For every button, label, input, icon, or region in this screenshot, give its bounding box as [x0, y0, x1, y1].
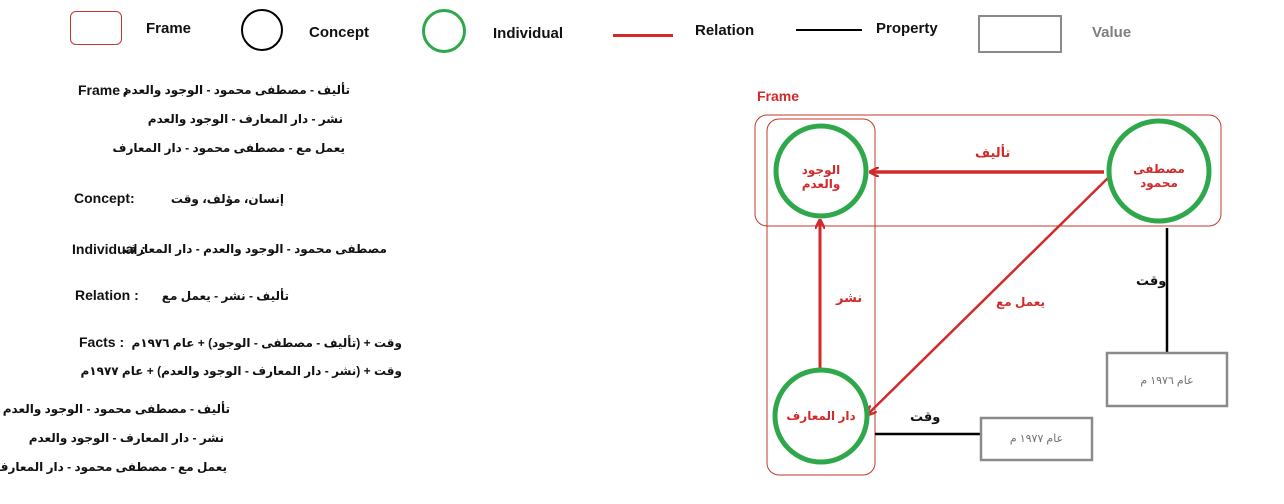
legend: Frame Concept Individual Relation Proper…: [0, 0, 1284, 60]
legend-value-label: Value: [1092, 24, 1132, 41]
relation-label-taalif: تأليف: [975, 145, 1011, 160]
legend-concept-swatch: [241, 9, 283, 51]
frame-line-1: تأليف - مصطفى محمود - الوجود والعدم: [122, 83, 350, 97]
text-panel: Frame : تأليف - مصطفى محمود - الوجود وال…: [0, 60, 620, 504]
facts-triple-2: نشر - دار المعارف - الوجود والعدم: [28, 431, 224, 445]
value-label-1977: عام ١٩٧٧ م: [1009, 433, 1064, 445]
legend-frame-swatch: [70, 11, 122, 45]
legend-individual-label: Individual: [493, 25, 564, 42]
relation-edge-yamal-maa: [868, 173, 1113, 414]
facts-triple-3: يعمل مع - مصطفى محمود - دار المعارف: [0, 460, 227, 474]
value-label-1976: عام ١٩٧٦ م: [1140, 375, 1194, 387]
node-dar: [772, 367, 870, 465]
individual-line: مصطفى محمود - الوجود والعدم - دار المعار…: [123, 242, 387, 256]
value-box-1976: [1105, 351, 1229, 408]
relation-label-yamal-maa: يعمل مع: [996, 295, 1045, 309]
facts-line-2: وقت + (نشر - دار المعارف - الوجود والعدم…: [80, 364, 403, 378]
node-mustafa: [1106, 118, 1212, 224]
concept-line: إنسان، مؤلف، وقت: [170, 192, 284, 206]
legend-individual-swatch: [422, 9, 466, 53]
property-label-waqt-1: وقت: [1136, 273, 1167, 288]
legend-frame-label: Frame: [146, 20, 192, 37]
legend-relation-swatch: [613, 34, 673, 37]
facts-heading: Facts :: [79, 334, 125, 350]
value-box-1977: [979, 416, 1094, 462]
frame-vertical: [766, 118, 876, 476]
facts-line-1: وقت + (تأليف - مصطفى - الوجود) + عام ١٩٧…: [131, 336, 402, 350]
legend-property-label: Property: [876, 20, 938, 37]
relation-heading: Relation :: [75, 287, 139, 303]
relation-label-nashr: نشر: [836, 290, 863, 305]
node-label-dar: دار المعارف: [786, 409, 856, 423]
individual-heading: Individual :: [72, 241, 146, 257]
concept-heading: Concept:: [74, 190, 135, 206]
frame-line-2: نشر - دار المعارف - الوجود والعدم: [147, 112, 343, 126]
legend-concept-label: Concept: [309, 24, 369, 41]
node-wujud: [773, 123, 869, 219]
frame-heading: Frame :: [78, 82, 129, 98]
diagram-frame-title: Frame: [757, 88, 800, 104]
property-label-waqt-2: وقت: [910, 409, 941, 424]
legend-value-swatch: [978, 15, 1062, 53]
facts-triple-1: تأليف - مصطفى محمود - الوجود والعدم: [2, 402, 230, 416]
legend-property-swatch: [796, 29, 862, 31]
legend-relation-label: Relation: [695, 22, 755, 39]
frame-line-3: يعمل مع - مصطفى محمود - دار المعارف: [112, 141, 346, 155]
node-label-wujud: الوجود والعدم: [801, 163, 841, 191]
frame-horizontal: [754, 114, 1222, 227]
node-label-mustafa: مصطفى محمود: [1133, 162, 1185, 190]
relation-line: تأليف - نشر - يعمل مع: [161, 289, 289, 303]
